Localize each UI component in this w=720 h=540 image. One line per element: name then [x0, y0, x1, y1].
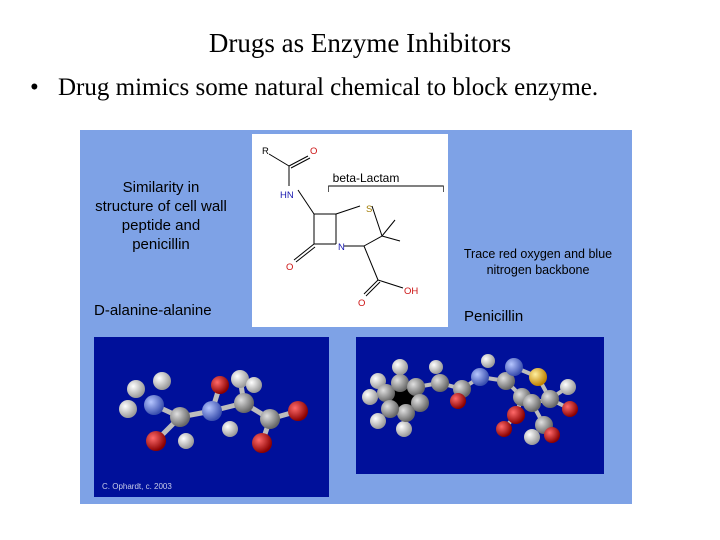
bullet-text: Drug mimics some natural chemical to blo…	[58, 74, 599, 101]
beta-lactam-structure-diagram: R O HN S N O OH O beta-Lactam	[252, 134, 448, 327]
bullet-item: • Drug mimics some natural chemical to bl…	[30, 74, 598, 102]
structure-drawing: R O HN S N O OH O beta-Lactam	[262, 146, 444, 309]
trace-caption: Trace red oxygen and blue nitrogen backb…	[463, 247, 613, 277]
d-alanine-alanine-model: C. Ophardt, c. 2003	[94, 337, 329, 497]
bullet-symbol: •	[30, 74, 39, 101]
ball-and-stick-model-left	[119, 370, 308, 453]
beta-lactam-label: beta-Lactam	[333, 171, 400, 185]
atom-o-left: O	[286, 262, 293, 273]
penicillin-model	[356, 337, 604, 474]
credit-text: C. Ophardt, c. 2003	[102, 482, 172, 491]
d-alanine-alanine-label: D-alanine-alanine	[94, 302, 212, 319]
atom-o-top: O	[310, 146, 317, 157]
atom-n: N	[338, 242, 345, 253]
ball-and-stick-model-right	[362, 354, 578, 445]
atom-r: R	[262, 146, 269, 157]
atom-o-bottom: O	[358, 298, 365, 309]
similarity-caption: Similarity in structure of cell wall pep…	[95, 179, 227, 253]
atom-hn: HN	[280, 190, 294, 201]
penicillin-label: Penicillin	[464, 308, 524, 325]
molecule-figure: Similarity in structure of cell wall pep…	[80, 130, 632, 504]
atom-s: S	[366, 204, 372, 215]
slide-title: Drugs as Enzyme Inhibitors	[208, 28, 512, 58]
atom-oh: OH	[404, 286, 418, 297]
